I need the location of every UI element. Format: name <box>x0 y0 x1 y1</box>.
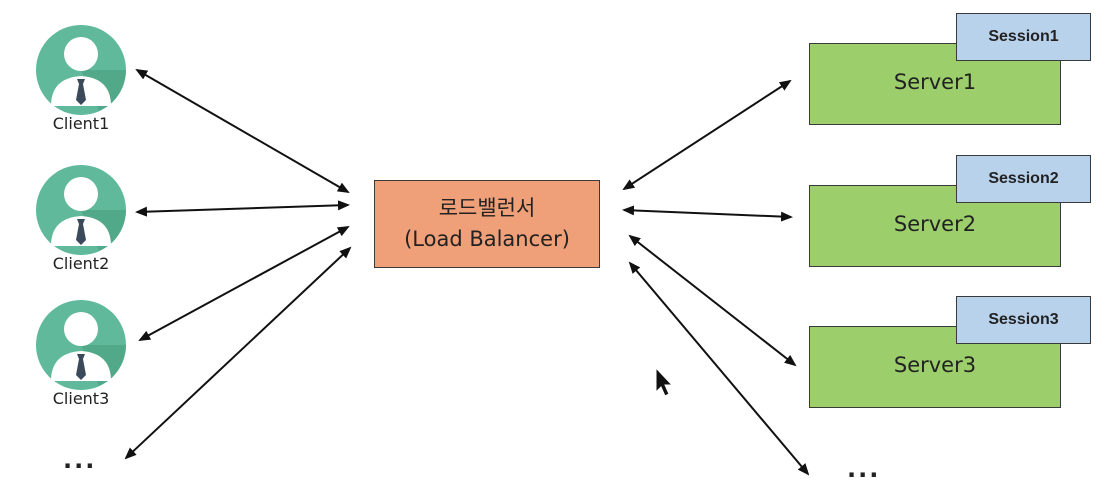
session-2-tag: Session2 <box>956 155 1091 203</box>
client-label: Client1 <box>52 114 110 133</box>
arrow-lb-servern <box>628 261 810 476</box>
client-1: Client1 <box>33 24 129 133</box>
arrow-client3-lb <box>138 226 350 341</box>
arrow-lb-server1 <box>622 79 792 191</box>
clients-more-ellipsis: ... <box>63 446 97 474</box>
load-balancer-box: 로드밸런서 (Load Balancer) <box>374 180 600 268</box>
user-icon <box>36 300 126 390</box>
client-label: Client3 <box>52 389 110 408</box>
server-name: Server1 <box>893 70 977 94</box>
arrow-lb-server2 <box>622 205 793 222</box>
server-name: Server3 <box>893 353 977 377</box>
arrow-client1-lb <box>135 68 350 194</box>
servers-more-ellipsis: ... <box>847 455 881 483</box>
load-balancer-title-ko: 로드밸런서 <box>438 196 536 220</box>
load-balancer-title-en: (Load Balancer) <box>404 227 570 251</box>
arrow-clientn-lb <box>124 246 352 460</box>
arrow-lb-server3 <box>628 234 797 367</box>
client-label: Client2 <box>52 254 110 273</box>
user-icon <box>36 165 126 255</box>
server-name: Server2 <box>893 212 977 236</box>
cursor-icon <box>655 366 674 397</box>
arrow-client2-lb <box>135 200 350 217</box>
session-3-tag: Session3 <box>956 296 1091 344</box>
user-icon <box>36 25 126 115</box>
client-3: Client3 <box>33 299 129 408</box>
session-1-tag: Session1 <box>956 13 1091 61</box>
client-2: Client2 <box>33 164 129 273</box>
